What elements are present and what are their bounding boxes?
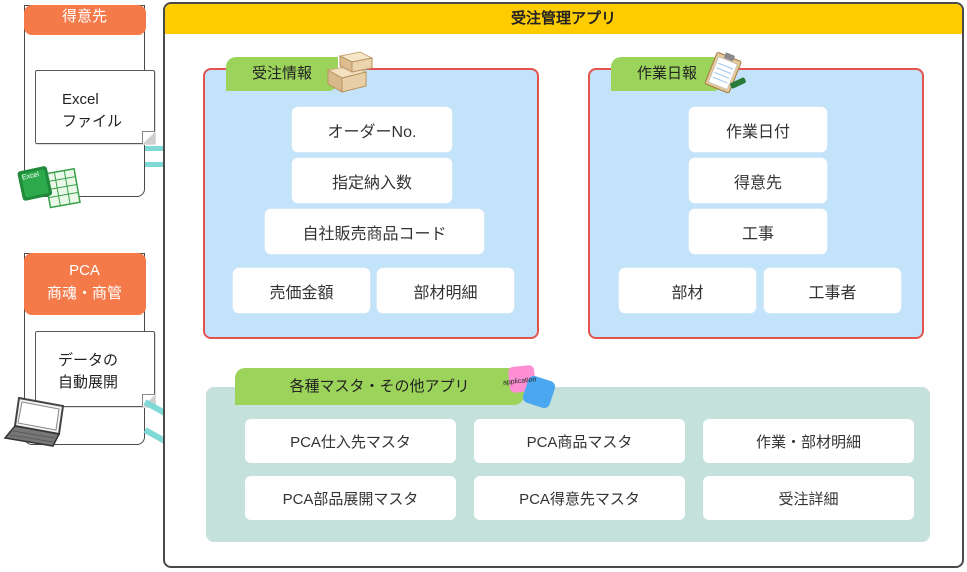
work-date-field: 作業日付 xyxy=(689,107,827,152)
pca-header-line2: 商魂・商管 xyxy=(46,284,122,302)
master-item: 作業・部材明細 xyxy=(703,419,914,463)
excel-file-document: Excel ファイル xyxy=(35,70,155,144)
construction-field: 工事 xyxy=(689,209,827,254)
auto-expand-line1: データの xyxy=(58,352,119,369)
excel-file-line2: ファイル xyxy=(62,112,123,130)
customer-field: 得意先 xyxy=(689,158,827,203)
selling-price-field: 売価金額 xyxy=(233,268,370,313)
work-report-tag: 作業日報 xyxy=(611,57,723,91)
specified-quantity-field: 指定納入数 xyxy=(292,158,452,203)
master-item: 受注詳細 xyxy=(703,476,914,520)
master-item: PCA部品展開マスタ xyxy=(245,476,456,520)
application-sticker-icon: application xyxy=(503,362,557,412)
auto-expand-line2: 自動展開 xyxy=(58,373,119,391)
master-item: PCA商品マスタ xyxy=(474,419,685,463)
boxes-icon xyxy=(322,48,374,94)
excel-file-line1: Excel xyxy=(62,91,99,108)
order-number-field: オーダーNo. xyxy=(292,107,452,152)
order-info-tag: 受注情報 xyxy=(226,57,338,91)
clipboard-icon xyxy=(700,50,750,96)
masters-tag: 各種マスタ・その他アプリ xyxy=(235,368,524,405)
product-code-field: 自社販売商品コード xyxy=(265,209,484,254)
customer-header: 得意先 xyxy=(23,4,146,35)
master-item: PCA仕入先マスタ xyxy=(245,419,456,463)
master-item: PCA得意先マスタ xyxy=(474,476,685,520)
pca-header: PCA 商魂・商管 xyxy=(23,252,146,315)
laptop-icon xyxy=(3,392,73,452)
app-title: 受注管理アプリ xyxy=(165,4,962,34)
parts-detail-field: 部材明細 xyxy=(377,268,514,313)
auto-expand-document: データの 自動展開 xyxy=(35,331,155,407)
worker-field: 工事者 xyxy=(764,268,901,313)
materials-field: 部材 xyxy=(619,268,756,313)
pca-header-line1: PCA xyxy=(69,261,100,279)
excel-spreadsheet-icon: Excel xyxy=(17,162,87,212)
